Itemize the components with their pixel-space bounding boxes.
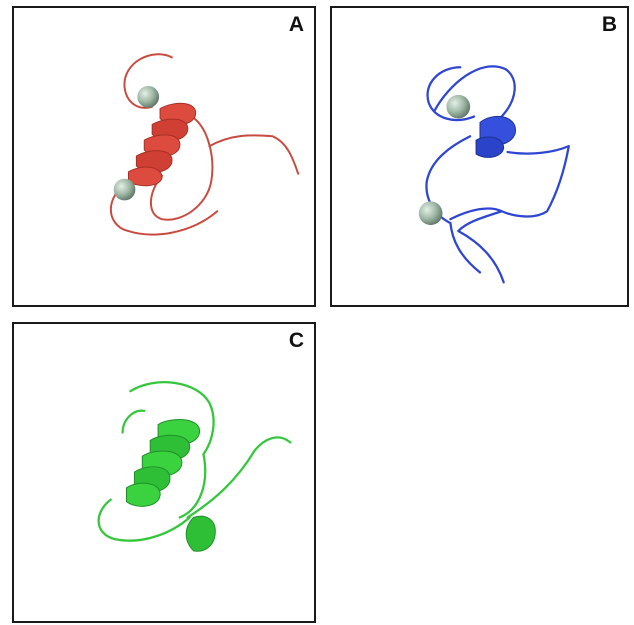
- panel-b: B: [330, 6, 629, 307]
- helix-b: [475, 115, 517, 158]
- panel-label-c: C: [288, 329, 304, 352]
- coil-b-loop: [433, 65, 516, 120]
- protein-structure-b: [418, 65, 570, 284]
- metal-sphere-a-1: [137, 85, 160, 108]
- coil-c-top: [121, 409, 146, 434]
- protein-structure-a: [109, 53, 300, 236]
- protein-structure-c: [97, 381, 292, 552]
- metal-sphere-b-2: [418, 201, 443, 226]
- coil-c-long: [186, 436, 292, 519]
- panel-label-a: A: [288, 13, 304, 36]
- coil-a-top: [123, 53, 173, 109]
- helix-c: [126, 419, 216, 552]
- coil-a-long: [149, 115, 214, 221]
- coil-c-right: [178, 453, 207, 519]
- coil-c-arc: [129, 381, 215, 456]
- helix-a: [127, 102, 197, 187]
- panel-label-b: B: [601, 13, 617, 36]
- coil-b-top: [426, 66, 476, 122]
- coil-c-bottom: [97, 498, 191, 542]
- coil-b-lower: [449, 207, 505, 284]
- coil-a-bottom: [109, 184, 219, 236]
- coil-b-tail: [449, 221, 482, 274]
- metal-sphere-a-2: [113, 178, 136, 201]
- metal-sphere-b-1: [446, 94, 471, 119]
- coil-b-right: [500, 145, 570, 218]
- panel-c: C: [12, 322, 316, 623]
- coil-a-right: [208, 134, 300, 175]
- panel-a: A: [12, 6, 316, 307]
